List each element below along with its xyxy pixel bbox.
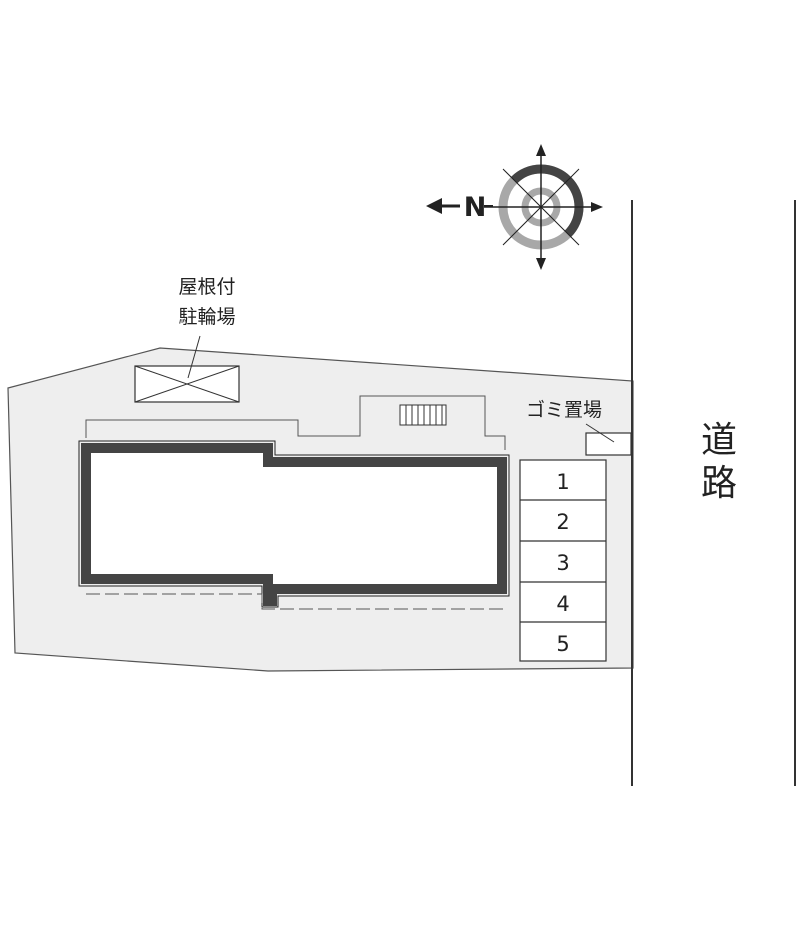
north-arrow-icon <box>426 198 493 214</box>
garbage-area-leader-line <box>585 423 615 443</box>
building <box>81 443 507 606</box>
bicycle-parking-label-line1: 屋根付 <box>178 276 235 298</box>
balcony-dashed-line <box>86 593 505 610</box>
compass-icon <box>484 144 603 270</box>
stairs-icon <box>399 404 447 426</box>
north-label: N <box>464 192 487 223</box>
parking-area <box>519 459 607 662</box>
parking-space-2: 2 <box>556 510 569 534</box>
road-label-char1: 道 <box>701 420 737 461</box>
bicycle-parking-box <box>134 365 240 403</box>
parking-space-3: 3 <box>556 551 569 575</box>
parking-space-4: 4 <box>556 592 569 616</box>
road-label-char2: 路 <box>701 463 737 504</box>
building-outer-edge <box>78 440 510 608</box>
garbage-area-label: ゴミ置場 <box>526 399 602 421</box>
garbage-area-box <box>585 432 632 456</box>
building-footprint-outline <box>85 395 506 450</box>
parking-space-1: 1 <box>556 470 569 494</box>
bicycle-parking-leader-line <box>187 335 201 379</box>
parking-space-5: 5 <box>556 632 569 656</box>
bicycle-parking-label-line2: 駐輪場 <box>178 306 235 328</box>
